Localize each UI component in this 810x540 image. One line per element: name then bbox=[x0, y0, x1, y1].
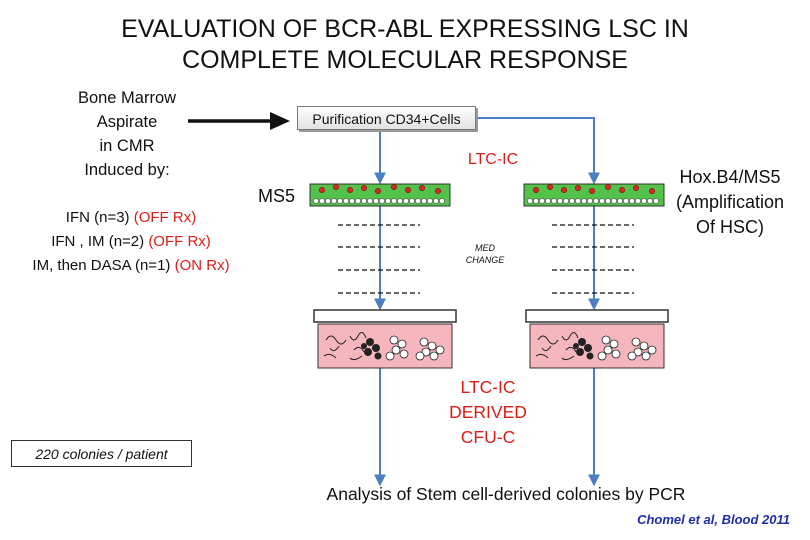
purification-box: Purification CD34+Cells bbox=[297, 106, 476, 130]
patient-group-3-status: (ON Rx) bbox=[174, 257, 230, 274]
hox-line-1: Hox.B4/MS5 bbox=[679, 167, 781, 187]
colonies-per-patient-box: 220 colonies / patient bbox=[11, 440, 192, 467]
patient-group-2-status: (OFF Rx) bbox=[148, 233, 211, 250]
title-line-2: COMPLETE MOLECULAR RESPONSE bbox=[182, 46, 628, 74]
patient-group-1: IFN (n=3) (OFF Rx) bbox=[0, 206, 262, 230]
blue-flow-arrows bbox=[374, 117, 600, 487]
derived-cfuc-label: LTC-IC DERIVED CFU-C bbox=[432, 375, 544, 450]
patient-group-3: IM, then DASA (n=1) (ON Rx) bbox=[0, 254, 262, 278]
med-change-line-2: CHANGE bbox=[465, 255, 505, 265]
colony-dish-left bbox=[313, 309, 457, 369]
weekly-dashes-left bbox=[338, 224, 420, 294]
patient-group-2-text: IFN , IM (n=2) bbox=[51, 233, 149, 250]
citation: Chomel et al, Blood 2011 bbox=[560, 512, 790, 527]
ms5-culture-well bbox=[309, 183, 451, 207]
black-arrow bbox=[188, 112, 290, 130]
bone-marrow-line-3: in CMR bbox=[99, 137, 155, 155]
analysis-label: Analysis of Stem cell-derived colonies b… bbox=[326, 484, 686, 504]
patient-group-1-text: IFN (n=3) bbox=[65, 209, 134, 226]
patient-group-3-text: IM, then DASA (n=1) bbox=[32, 257, 175, 274]
ltcic-label: LTC-IC bbox=[467, 151, 519, 168]
citation-journal: Blood 2011 bbox=[721, 512, 790, 527]
patient-group-1-status: (OFF Rx) bbox=[133, 209, 197, 226]
hox-label: Hox.B4/MS5 (Amplification Of HSC) bbox=[652, 165, 808, 240]
title-line-1: EVALUATION OF BCR-ABL EXPRESSING LSC IN bbox=[121, 15, 689, 43]
ms5-label: MS5 bbox=[258, 186, 296, 206]
hox-line-2: (Amplification bbox=[675, 192, 785, 212]
med-change-label: MED CHANGE bbox=[455, 242, 515, 266]
patient-groups: IFN (n=3) (OFF Rx) IFN , IM (n=2) (OFF R… bbox=[0, 206, 262, 278]
bone-marrow-line-1: Bone Marrow bbox=[77, 89, 177, 107]
derived-line-3: CFU-C bbox=[460, 427, 516, 447]
arrow-to-hox-well bbox=[476, 117, 600, 185]
citation-authors: Chomel et al, bbox=[637, 512, 722, 527]
bone-marrow-line-2: Aspirate bbox=[96, 113, 158, 131]
slide-title: EVALUATION OF BCR-ABL EXPRESSING LSC IN … bbox=[0, 14, 810, 76]
hox-culture-well bbox=[523, 183, 665, 207]
med-change-line-1: MED bbox=[475, 243, 495, 253]
colony-dish-right bbox=[525, 309, 669, 369]
patient-group-2: IFN , IM (n=2) (OFF Rx) bbox=[0, 230, 262, 254]
bone-marrow-label: Bone Marrow Aspirate in CMR Induced by: bbox=[56, 86, 198, 182]
derived-line-1: LTC-IC bbox=[460, 377, 516, 397]
hox-line-3: Of HSC) bbox=[695, 217, 764, 237]
weekly-dashes-right bbox=[552, 224, 634, 294]
derived-line-2: DERIVED bbox=[449, 402, 527, 422]
bone-marrow-line-4: Induced by: bbox=[84, 161, 170, 179]
